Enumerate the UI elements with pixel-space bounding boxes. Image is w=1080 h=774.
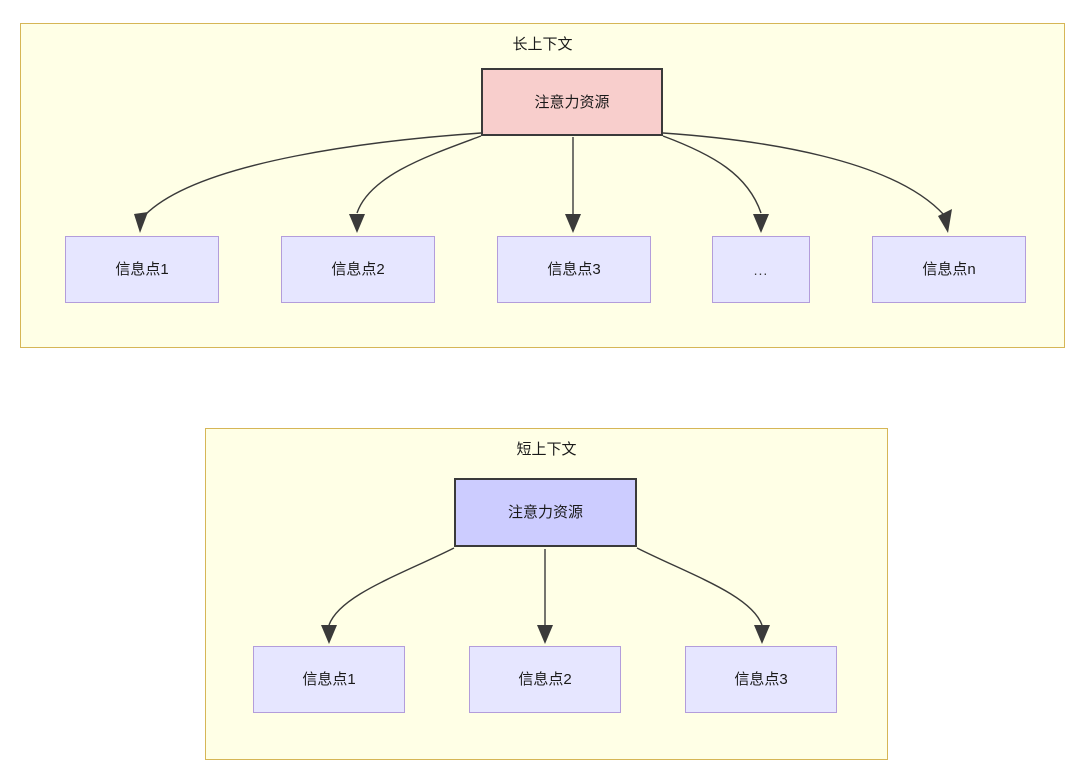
- short-context-info-node-3[interactable]: 信息点3: [685, 646, 837, 713]
- short-context-attention-node[interactable]: 注意力资源: [454, 478, 637, 547]
- long-context-info-node-2[interactable]: 信息点2: [281, 236, 435, 303]
- long-context-info-node-1[interactable]: 信息点1: [65, 236, 219, 303]
- long-context-attention-node[interactable]: 注意力资源: [481, 68, 663, 136]
- short-context-info-node-2[interactable]: 信息点2: [469, 646, 621, 713]
- long-context-info-node-n[interactable]: 信息点n: [872, 236, 1026, 303]
- short-context-title: 短上下文: [516, 441, 577, 458]
- long-context-title: 长上下文: [512, 36, 573, 53]
- long-context-ellipsis-node[interactable]: ...: [712, 236, 810, 303]
- short-context-info-node-1[interactable]: 信息点1: [253, 646, 405, 713]
- long-context-info-node-3[interactable]: 信息点3: [497, 236, 651, 303]
